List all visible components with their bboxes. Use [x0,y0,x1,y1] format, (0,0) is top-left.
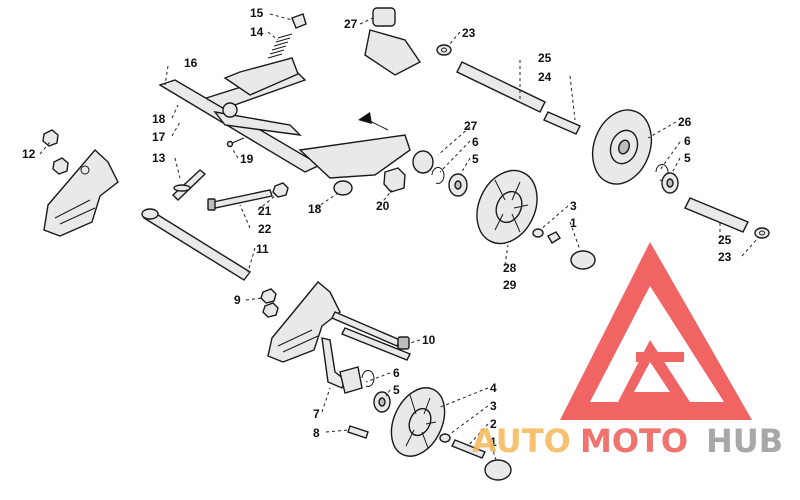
watermark-triangle-icon [560,242,752,420]
callout: 23 [718,250,732,264]
callout: 27 [464,119,478,133]
watermark-word-auto: AUTO [472,422,571,460]
bushing-lower [339,366,363,394]
bolt-8 [347,425,369,439]
callout: 25 [538,51,552,65]
callout: 5 [393,383,400,397]
nut-9-lower [262,302,279,318]
bearing-5-mid [448,173,468,197]
bearing-5-lower [373,391,391,413]
spacer-24 [543,111,581,135]
callout: 18 [152,112,166,126]
callout: 16 [184,56,198,70]
snap-ring-6-mid [431,166,445,184]
callout: 23 [462,26,476,40]
callout: 6 [393,366,400,380]
wheel-28 [476,169,538,245]
callout: 8 [313,426,320,440]
callout: 5 [472,152,479,166]
callout: 5 [684,151,691,165]
nut-12-lower [52,157,69,175]
nut-12-upper [42,129,59,147]
leader-lines [39,13,759,461]
callout: 15 [250,6,264,20]
callout: 3 [490,399,497,413]
axle-25-top [456,61,546,113]
callout: 13 [152,151,166,165]
watermark-bar-icon [636,352,684,362]
callout: 9 [234,293,241,307]
callout: 1 [490,435,497,449]
callout: 11 [256,242,269,256]
callout: 7 [313,407,320,421]
cap-1-mid [570,250,596,270]
washer-23-top [436,44,452,56]
callout: 19 [240,152,254,166]
bushing-27-mid [412,150,434,174]
bolt-10-lower [341,327,411,361]
callout: 24 [538,70,552,84]
callout: 3 [570,199,577,213]
washer-3-lower [439,433,451,443]
pin-19 [226,137,245,148]
callout: 18 [308,202,322,216]
callout: 2 [490,417,497,431]
cap-1-lower [484,459,512,481]
callout: 12 [22,147,36,161]
swing-arm [158,57,411,179]
watermark-inner-triangle-icon [618,340,690,402]
cross-shaft-11 [141,208,252,281]
washer-23-right [754,227,770,239]
bolt-10-upper [331,311,410,350]
wheel-4 [390,387,446,457]
spring-cap-15 [291,13,307,29]
callout: 17 [152,130,166,144]
callout: 4 [490,381,497,395]
bearing-5-right [661,172,679,194]
spring-14 [267,33,293,59]
bolt-29 [547,231,561,244]
callout: 28 [503,261,517,275]
callout-labels: 15 14 27 23 25 24 16 18 17 27 6 5 26 6 5… [22,6,732,449]
snap-ring-6-lower [361,369,375,387]
callout: 6 [472,135,479,149]
callout: 10 [422,333,436,347]
callout: 20 [376,199,390,213]
left-side-plate-upper [43,148,119,237]
block-20 [383,167,406,193]
reference-arrow [358,112,389,131]
idler-wheel-26 [591,109,653,185]
left-side-plate-lower [267,281,341,363]
callout: 1 [570,216,577,230]
callout: 29 [503,278,517,292]
pivot-shaft-13 [171,169,207,201]
callout: 25 [718,233,732,247]
bushing-18 [333,180,353,196]
callout: 14 [250,25,264,39]
callout: 26 [678,115,692,129]
watermark-word-hub: HUB [706,422,783,460]
watermark-word-moto: MOTO [580,422,688,460]
axle-25-right [684,197,749,233]
callout: 6 [684,134,691,148]
callout: 21 [258,204,272,218]
nut-9-upper [260,288,277,304]
callout: 27 [344,17,358,31]
bolt-2 [451,439,486,459]
watermark-logo: AUTO MOTO HUB [472,242,783,460]
bushing-27-top [364,7,422,76]
nut-21 [272,182,289,198]
callout: 22 [258,222,272,236]
bolt-22 [207,189,273,211]
washer-3-mid [532,228,544,238]
